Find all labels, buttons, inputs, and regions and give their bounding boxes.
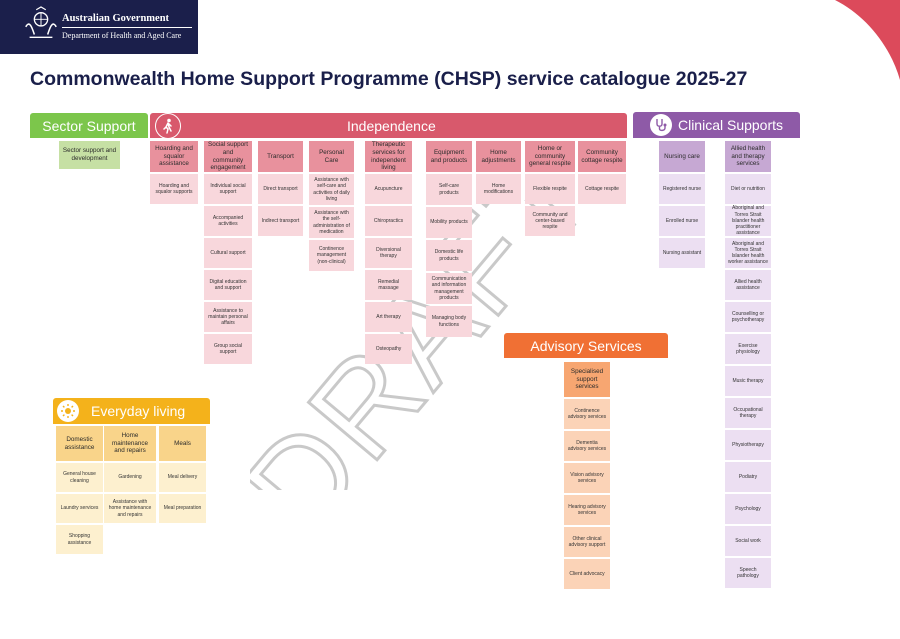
advisory-services-header: Advisory Services bbox=[504, 333, 668, 358]
sun-icon bbox=[57, 400, 79, 422]
independence-category: Personal Care bbox=[309, 141, 354, 172]
independence-category: Home adjustments bbox=[476, 141, 521, 172]
service-item: Indirect transport bbox=[258, 206, 303, 236]
government-name: Australian Government bbox=[62, 13, 170, 24]
department-name: Department of Health and Aged Care bbox=[62, 31, 182, 40]
service-item: Diet or nutrition bbox=[725, 174, 771, 204]
everyday-living-category: Home maintenance and repairs bbox=[104, 426, 156, 461]
independence-category: Home or community general respite bbox=[525, 141, 575, 172]
service-item: Continence advisory services bbox=[564, 399, 610, 429]
everyday-living-category: Meals bbox=[159, 426, 206, 461]
service-item: Other clinical advisory support bbox=[564, 527, 610, 557]
service-item: Accompanied activities bbox=[204, 206, 252, 236]
service-item: Domestic life products bbox=[426, 240, 472, 271]
everyday-living-header: Everyday living bbox=[53, 398, 210, 424]
service-item: Registered nurse bbox=[659, 174, 705, 204]
sector-support-category: Sector support and development bbox=[59, 141, 120, 169]
service-item: Music therapy bbox=[725, 366, 771, 396]
service-item: Vision advisory services bbox=[564, 463, 610, 493]
service-item: Assistance to maintain personal affairs bbox=[204, 302, 252, 332]
corner-decoration bbox=[835, 0, 900, 80]
service-item: Enrolled nurse bbox=[659, 206, 705, 236]
service-item: Assistance with self-care and activities… bbox=[309, 174, 354, 205]
service-item: Social work bbox=[725, 526, 771, 556]
service-item: Meal delivery bbox=[159, 463, 206, 492]
coat-of-arms-icon bbox=[25, 6, 57, 39]
independence-category: Community cottage respite bbox=[578, 141, 626, 172]
service-item: Managing body functions bbox=[426, 306, 472, 337]
page-title: Commonwealth Home Support Programme (CHS… bbox=[30, 68, 748, 90]
service-item: Cottage respite bbox=[578, 174, 626, 204]
independence-category: Social support and community engagement bbox=[204, 141, 252, 172]
stethoscope-icon bbox=[649, 114, 672, 136]
service-item: Gardening bbox=[104, 463, 156, 492]
independence-title: Independence bbox=[347, 117, 436, 134]
service-item: Nursing assistant bbox=[659, 238, 705, 268]
independence-category: Equipment and products bbox=[426, 141, 472, 172]
service-item: Diversional therapy bbox=[365, 238, 412, 268]
service-item: Continence management (non-clinical) bbox=[309, 240, 354, 271]
independence-category: Hoarding and squalor assistance bbox=[150, 141, 198, 172]
service-item: Group social support bbox=[204, 334, 252, 364]
clinical-supports-category: Nursing care bbox=[659, 141, 705, 172]
clinical-supports-header: Clinical Supports bbox=[633, 112, 800, 138]
service-item: Self-care products bbox=[426, 174, 472, 205]
service-item: General house cleaning bbox=[56, 463, 103, 492]
service-item: Occupational therapy bbox=[725, 398, 771, 428]
service-item: Community and center-based respite bbox=[525, 206, 575, 236]
service-item: Osteopathy bbox=[365, 334, 412, 364]
service-item: Shopping assistance bbox=[56, 525, 103, 554]
service-item: Exercise physiology bbox=[725, 334, 771, 364]
service-item: Allied health assistance bbox=[725, 270, 771, 300]
service-item: Individual social support bbox=[204, 174, 252, 204]
service-item: Home modifications bbox=[476, 174, 521, 204]
service-item: Dementia advisory services bbox=[564, 431, 610, 461]
advisory-services-title: Advisory Services bbox=[530, 337, 642, 354]
independence-category: Transport bbox=[258, 141, 303, 172]
header-rule bbox=[62, 27, 192, 28]
service-item: Cultural support bbox=[204, 238, 252, 268]
service-item: Hearing advisory services bbox=[564, 495, 610, 525]
service-item: Podiatry bbox=[725, 462, 771, 492]
independence-category: Therapeutic services for independent liv… bbox=[365, 141, 412, 172]
service-item: Hoarding and squalor supports bbox=[150, 174, 198, 204]
independence-header: Independence bbox=[150, 112, 627, 139]
service-item: Acupuncture bbox=[365, 174, 412, 204]
service-item: Direct transport bbox=[258, 174, 303, 204]
everyday-living-category: Domestic assistance bbox=[56, 426, 103, 461]
service-item: Remedial massage bbox=[365, 270, 412, 300]
service-item: Meal preparation bbox=[159, 494, 206, 523]
clinical-supports-category: Allied health and therapy services bbox=[725, 141, 771, 172]
service-item: Speech pathology bbox=[725, 558, 771, 588]
everyday-living-title: Everyday living bbox=[91, 403, 186, 419]
service-item: Assistance with home maintenance and rep… bbox=[104, 494, 156, 523]
service-item: Art therapy bbox=[365, 302, 412, 332]
service-item: Aboriginal and Torres Strait Islander he… bbox=[725, 238, 771, 268]
service-item: Laundry services bbox=[56, 494, 103, 523]
sector-support-title: Sector Support bbox=[42, 117, 136, 134]
service-item: Flexible respite bbox=[525, 174, 575, 204]
walking-person-icon bbox=[155, 112, 181, 139]
service-item: Assistance with the self-administration … bbox=[309, 207, 354, 238]
service-item: Client advocacy bbox=[564, 559, 610, 589]
service-item: Chiropractics bbox=[365, 206, 412, 236]
service-item: Aboriginal and Torres Strait Islander he… bbox=[725, 205, 771, 236]
service-item: Psychology bbox=[725, 494, 771, 524]
advisory-services-category: Specialised support services bbox=[564, 362, 610, 397]
clinical-supports-title: Clinical Supports bbox=[677, 117, 784, 133]
service-item: Counselling or psychotherapy bbox=[725, 302, 771, 332]
service-item: Digital education and support bbox=[204, 270, 252, 300]
service-item: Communication and information management… bbox=[426, 273, 472, 304]
service-item: Physiotherapy bbox=[725, 430, 771, 460]
sector-support-header: Sector Support bbox=[30, 113, 148, 138]
service-item: Mobility products bbox=[426, 207, 472, 238]
